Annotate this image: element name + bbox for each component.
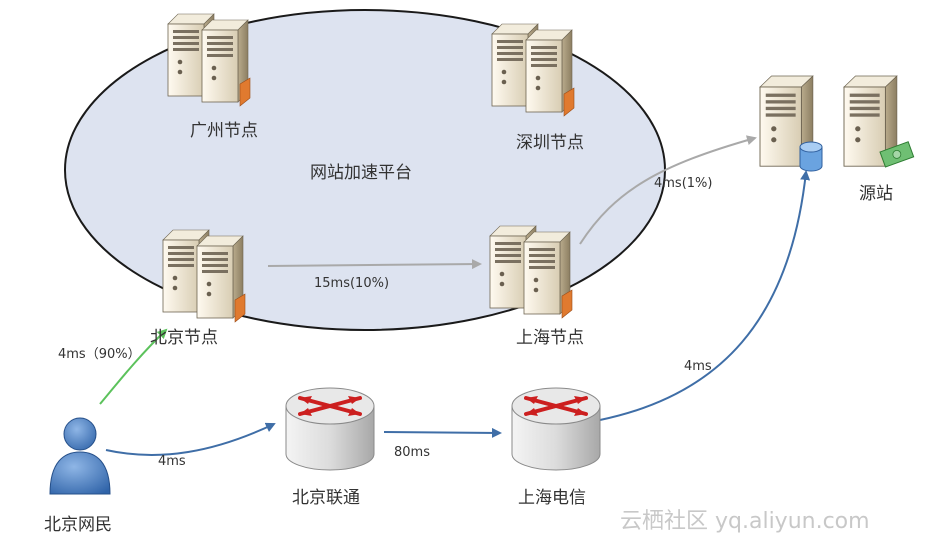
arrow-user-to-unicom: [105, 422, 276, 456]
link-label-beijing-shanghai: 15ms(10%): [314, 276, 389, 291]
server-icon-shenzhen: [492, 24, 574, 116]
user-label: 北京网民: [44, 515, 112, 535]
arrow-user-to-beijing: [99, 328, 168, 405]
server-icon-guangzhou: [168, 14, 250, 106]
link-label-unicom-telecom: 80ms: [394, 445, 430, 460]
database-icon: [799, 141, 823, 172]
user-icon: [49, 417, 111, 495]
link-label-user-beijing: 4ms（90%）: [58, 347, 141, 362]
router-icon-telecom: [510, 386, 602, 472]
platform-label: 网站加速平台: [310, 163, 412, 183]
node-label-beijing: 北京节点: [150, 328, 218, 348]
server-icon-beijing: [163, 230, 245, 322]
link-label-telecom-origin: 4ms: [684, 359, 712, 374]
arrow-shanghai-to-origin: [579, 135, 757, 245]
node-label-origin: 源站: [859, 184, 893, 204]
router-label-unicom: 北京联通: [292, 488, 360, 508]
node-label-shenzhen: 深圳节点: [516, 133, 584, 153]
node-label-guangzhou: 广州节点: [190, 121, 258, 141]
router-icon-unicom: [284, 386, 376, 472]
money-icon: [879, 141, 915, 168]
router-label-telecom: 上海电信: [518, 488, 586, 508]
watermark: 云栖社区 yq.aliyun.com: [620, 509, 870, 534]
server-icon-shanghai: [490, 226, 572, 318]
node-label-shanghai: 上海节点: [516, 328, 584, 348]
link-label-user-unicom: 4ms: [158, 454, 186, 469]
arrow-unicom-to-telecom: [383, 427, 502, 438]
arrow-beijing-to-shanghai: [267, 259, 482, 270]
arrow-telecom-to-origin: [599, 170, 811, 421]
link-label-shanghai-origin: 4ms(1%): [654, 176, 712, 191]
